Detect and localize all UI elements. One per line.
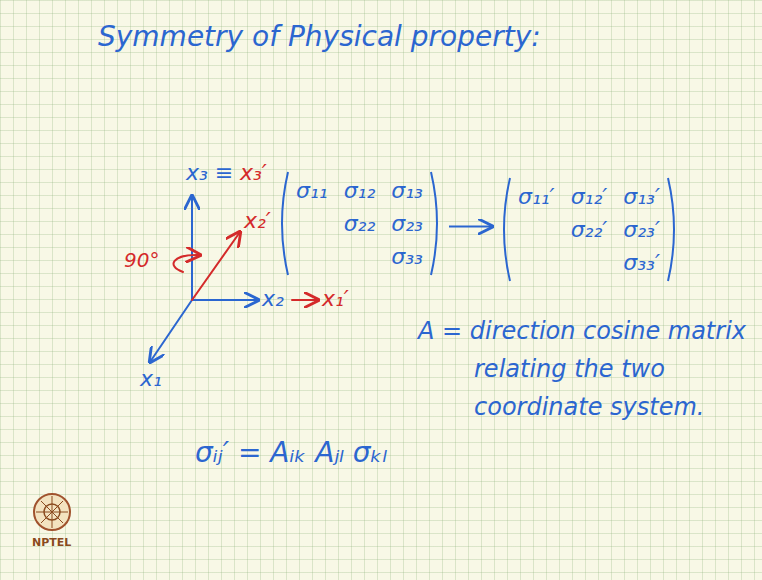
rotation-arrow (174, 255, 200, 272)
matrix-entry: σ₃₃′ (623, 250, 660, 275)
matrix-entry: σ₁₁′ (518, 184, 555, 209)
left-bracket (282, 172, 288, 275)
right-bracket (668, 178, 674, 281)
axis-label: x₃′ (240, 160, 267, 186)
x2-axis (192, 299, 258, 301)
left-bracket (504, 178, 510, 281)
axis-label: x₁ (140, 366, 162, 392)
angle-label: 90° (124, 248, 159, 272)
maps-to-arrow (292, 299, 318, 301)
logo-text: NPTEL (32, 536, 71, 549)
nptel-logo (34, 494, 70, 530)
matrix: σ₁₁′ σ₁₂′ σ₁₃′ σ₂₂′ σ₂₃′ σ₃₃′ (500, 176, 678, 283)
matrix-entry: σ₃₃ (391, 244, 423, 269)
matrix-entry: σ₁₃ (391, 178, 423, 203)
matrix-grid: σ₁₁ σ₁₂ σ₁₃ σ₂₂ σ₂₃ σ₃₃ (278, 170, 441, 277)
matrix-entry: σ₁₁ (296, 178, 328, 203)
matrix: σ₁₁ σ₁₂ σ₁₃ σ₂₂ σ₂₃ σ₃₃ (278, 170, 441, 277)
axis-label: x₂ (262, 286, 284, 312)
matrix-entry: σ₂₂ (344, 211, 376, 236)
matrix-grid: σ₁₁′ σ₁₂′ σ₁₃′ σ₂₂′ σ₂₃′ σ₃₃′ (500, 176, 678, 283)
transform-arrow (449, 226, 492, 228)
x3-axis (191, 196, 193, 300)
right-bracket (431, 172, 437, 275)
transformation-formula: σᵢⱼ′ = Aᵢₖ Aⱼₗ σₖₗ (195, 436, 387, 470)
x2-prime-axis (192, 232, 240, 300)
matrix-entry: σ₂₃′ (623, 217, 660, 242)
axis-label: x₂′ (244, 208, 271, 234)
axis-label: x₁′ (322, 286, 349, 312)
slide-title: Symmetry of Physical property: (98, 20, 541, 54)
matrix-entry: σ₁₂′ (571, 184, 608, 209)
matrix-entry: σ₂₃ (391, 211, 423, 236)
definition-note: A = direction cosine matrix relating the… (418, 312, 753, 426)
matrix-entry: σ₂₂′ (571, 217, 608, 242)
axis-label: x₃ ≡ (186, 160, 233, 186)
matrix-entry: σ₁₃′ (623, 184, 660, 209)
x1-axis (150, 300, 192, 362)
matrix-entry: σ₁₂ (344, 178, 376, 203)
